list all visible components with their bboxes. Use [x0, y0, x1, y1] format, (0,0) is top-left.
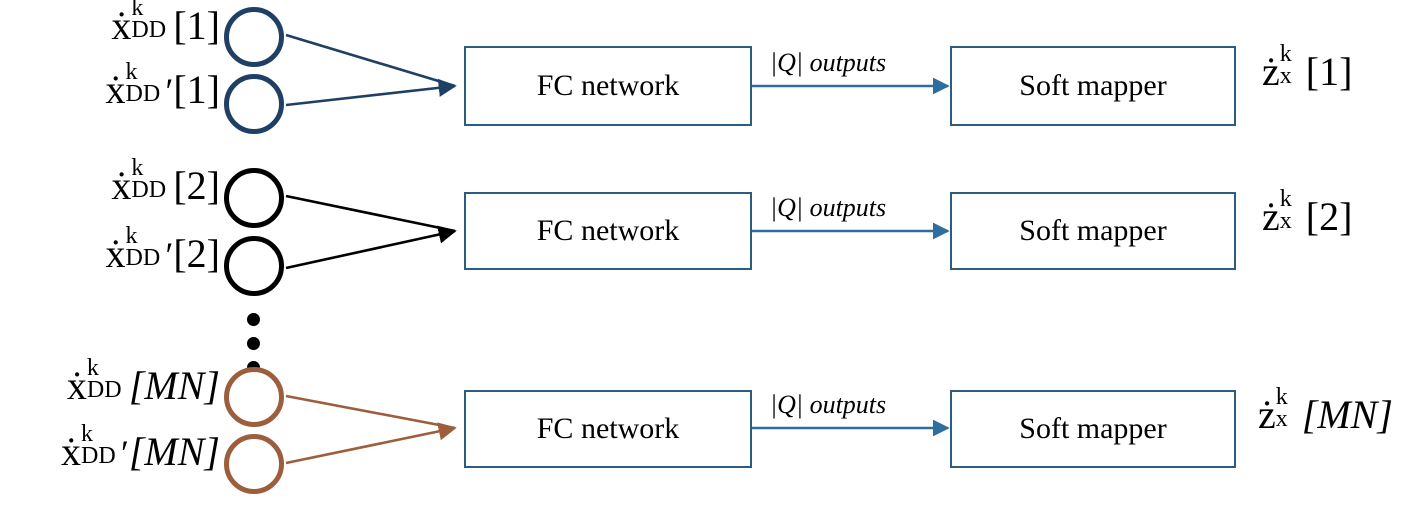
row-2-soft-mapper-block[interactable]: Soft mapper — [950, 192, 1236, 270]
row-3-soft-mapper-label: Soft mapper — [1019, 412, 1167, 445]
vertical-ellipsis-icon — [247, 313, 263, 375]
row-1-fanin-connectors — [285, 33, 457, 107]
row-1-node-top[interactable] — [224, 7, 284, 67]
row-3-fc-network-block[interactable]: FC network — [464, 390, 752, 468]
row-1-signal-label: |Q| outputs — [770, 48, 887, 77]
row-3-fanin-connectors — [285, 394, 457, 465]
row-2-fc-network-block[interactable]: FC network — [464, 192, 752, 270]
row-3-signal-label: |Q| outputs — [770, 390, 887, 419]
row-2-fc-network-label: FC network — [536, 214, 680, 247]
row-2-fanin-connectors — [285, 194, 457, 270]
row-3-fc-network-label: FC network — [536, 412, 680, 445]
row-3-node-top[interactable] — [224, 367, 284, 427]
ellipsis-dot — [247, 337, 260, 350]
row-1-fc-network-block[interactable]: FC network — [464, 46, 752, 126]
row-1-soft-mapper-label: Soft mapper — [1019, 69, 1167, 102]
row-3-soft-mapper-block[interactable]: Soft mapper — [950, 390, 1236, 468]
row-2-signal-label: |Q| outputs — [770, 193, 887, 222]
ellipsis-dot — [247, 313, 260, 326]
row-3-node-bottom[interactable] — [224, 434, 284, 494]
row-2-soft-mapper-label: Soft mapper — [1019, 214, 1167, 247]
row-1-node-bottom[interactable] — [224, 74, 284, 134]
row-1-fc-network-label: FC network — [536, 69, 680, 102]
row-1-soft-mapper-block[interactable]: Soft mapper — [950, 46, 1236, 126]
row-2-node-bottom[interactable] — [224, 236, 284, 296]
row-2-node-top[interactable] — [224, 168, 284, 228]
